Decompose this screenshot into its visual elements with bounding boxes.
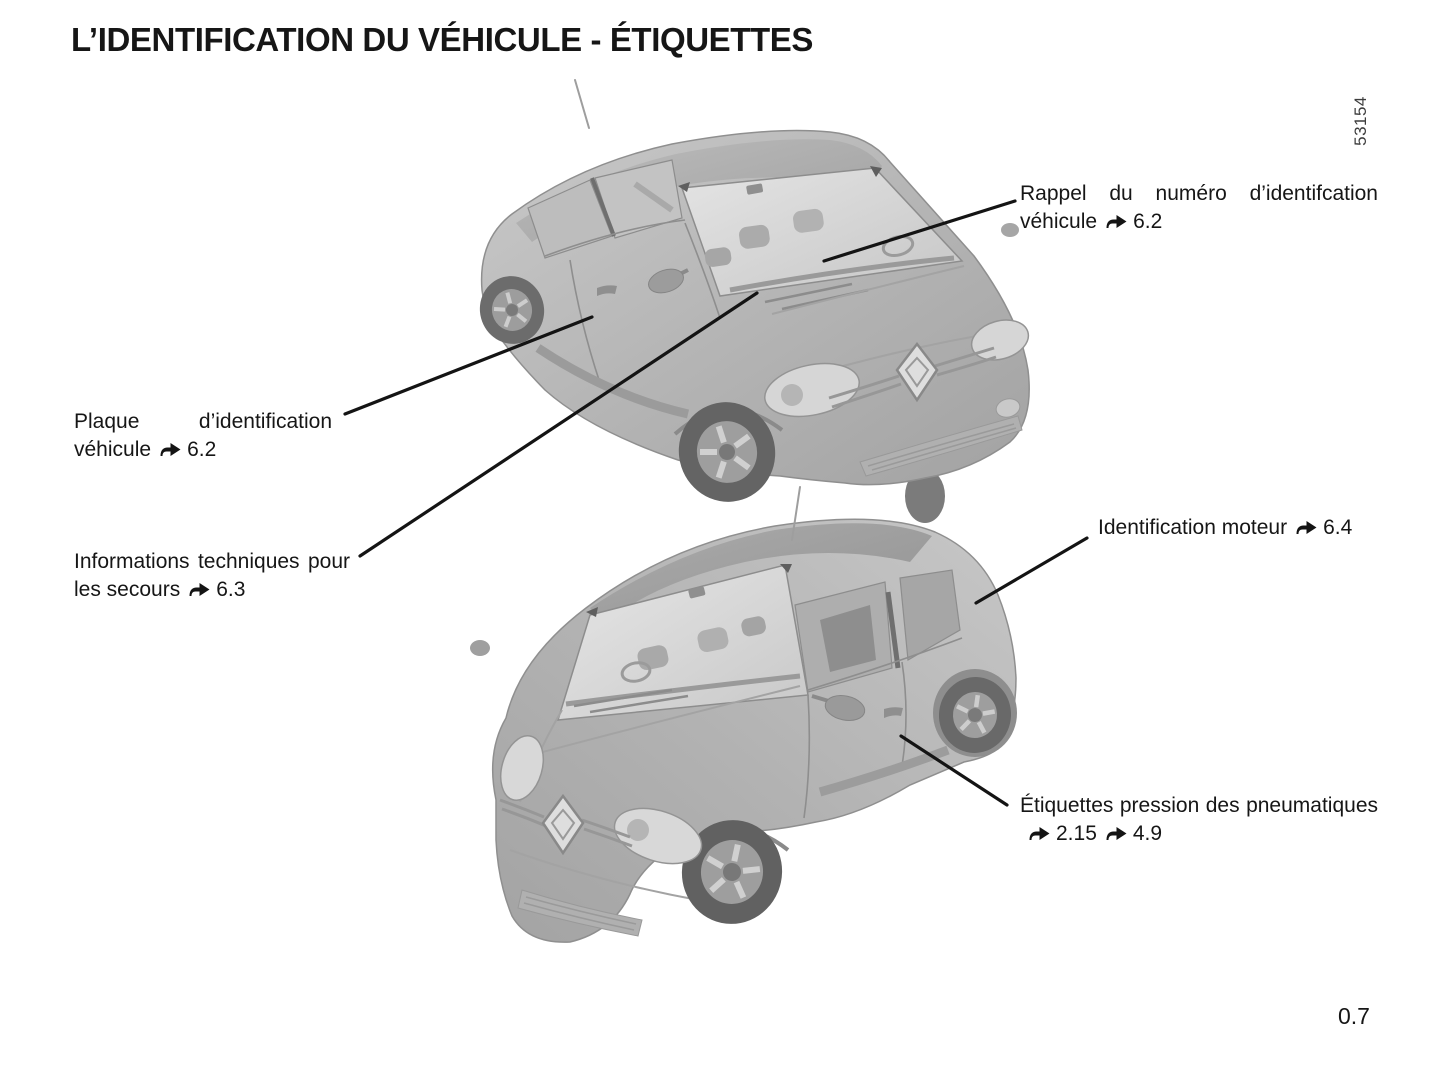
front-wheel [681,820,783,924]
figure-number: 53154 [1351,96,1370,146]
callout-text: Étiquettes pression des pneuma­tiques [1020,794,1378,817]
grille-bars [828,346,997,409]
renault-diamond-emblem [541,793,585,856]
interior-through-windshield [565,586,801,707]
cross-reference: 2.15 [1020,822,1097,845]
side-windows [794,569,961,693]
cross-reference: 6.2 [1097,210,1162,233]
front-fascia [499,735,703,937]
left-headlight [499,735,545,801]
front-fascia [764,319,1030,477]
door-handle [884,707,903,718]
callout-vin-reminder-label: Rappel du numéro d’identifcation véhicul… [1020,180,1378,236]
renault-diamond-emblem [895,341,939,403]
cross-reference: 4.9 [1097,822,1162,845]
cross-reference-arrow-icon [189,583,210,596]
wipers [573,688,689,714]
far-side-mirror [1001,223,1019,237]
side-windows [527,159,683,259]
rear-wheel [938,677,1012,753]
car-roof [590,523,932,624]
side-mirror [811,694,866,721]
far-side-mirror [470,640,490,656]
car-illustration-front-three-quarter-right [470,518,1017,943]
callout-text: Identification moteur [1098,516,1288,539]
callout-rescue-info-label: Informations techniques pour les secours… [74,548,350,604]
page-title: L’IDENTIFICATION DU VÉHICULE - ÉTIQUETTE… [71,21,814,58]
cross-reference-arrow-icon [1029,827,1050,840]
far-front-wheel [905,469,945,523]
side-mirror [648,268,689,294]
callout-text: Plaque d’identification véhicule [74,410,332,461]
cross-reference-arrow-icon [160,443,181,456]
callout-text: Informations techniques pour les secours [74,550,350,601]
callout-text: Rappel du numéro d’identifcation véhicul… [1020,182,1378,233]
cross-reference: 6.3 [180,578,245,601]
cross-reference-arrow-icon [1296,521,1317,534]
car-roof [516,139,882,242]
callout-tyre-pressure-label: Étiquettes pression des pneuma­tiques 2.1… [1020,792,1378,848]
grille-bars [499,798,633,848]
car-illustration-front-three-quarter [479,129,1030,523]
page-number: 0.7 [1338,1003,1370,1029]
fog-light [995,398,1021,418]
cross-reference: 6.2 [151,438,216,461]
cross-reference: 6.4 [1287,516,1352,539]
cross-reference-arrow-icon [1106,827,1127,840]
cross-reference-arrow-icon [1106,215,1127,228]
